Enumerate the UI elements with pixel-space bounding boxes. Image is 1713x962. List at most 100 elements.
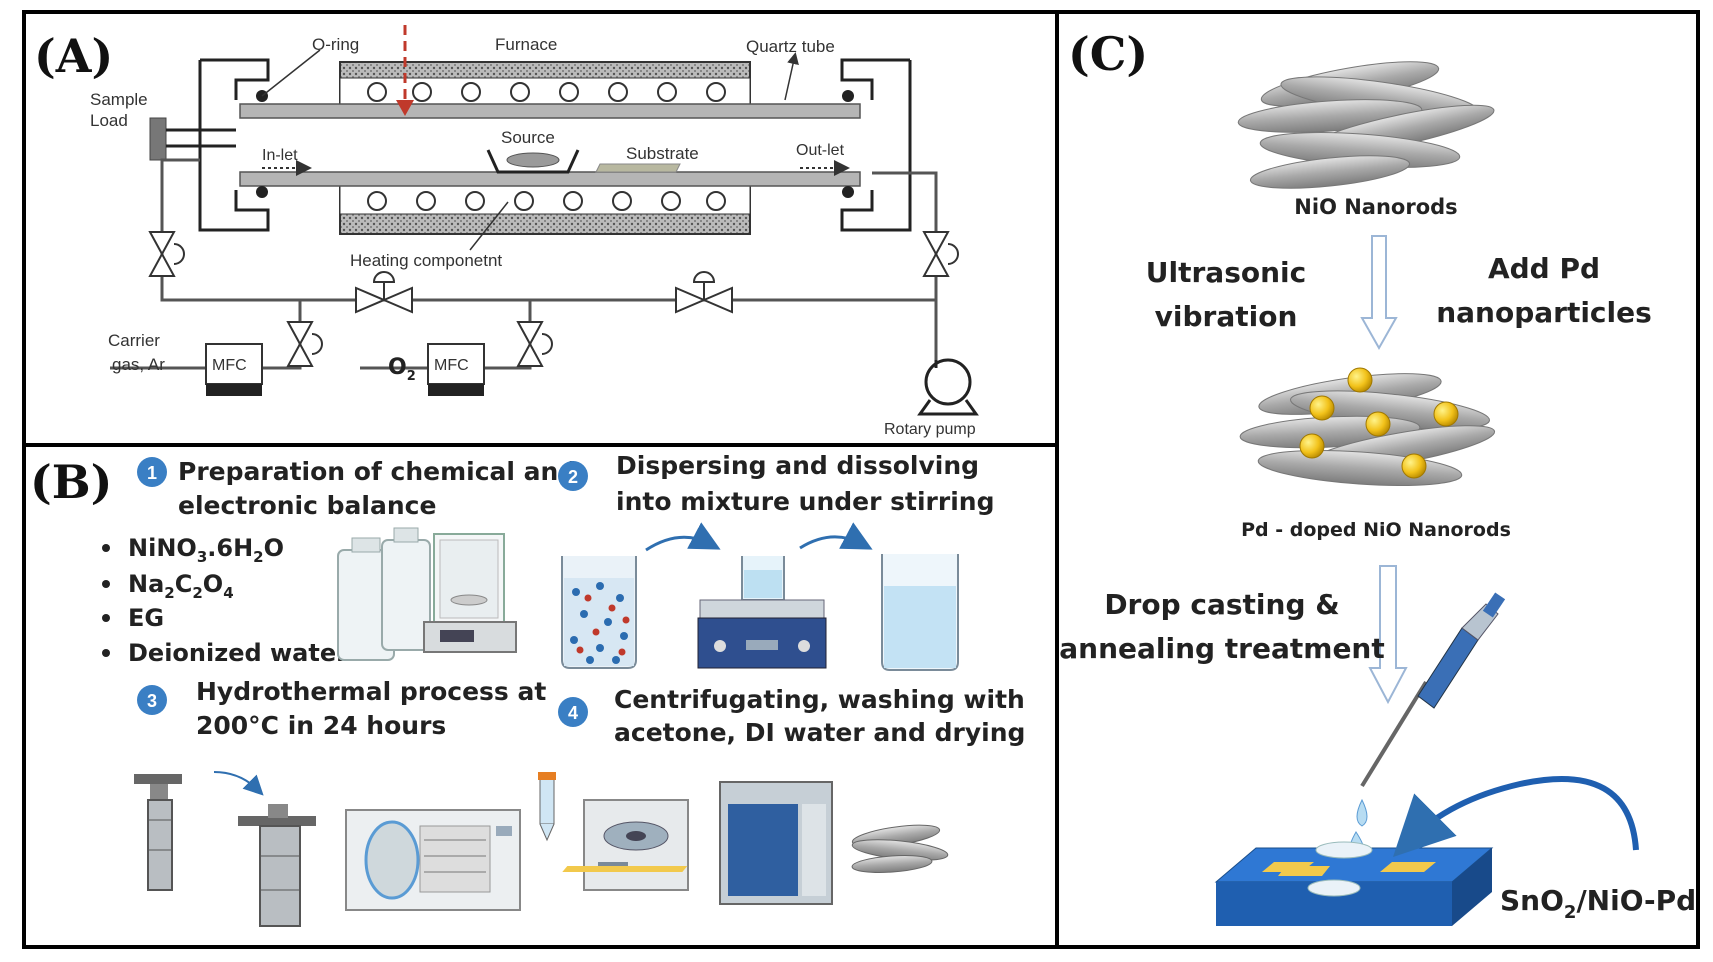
pd-nanoparticle [1309,395,1335,421]
nanorods-product [851,824,949,873]
step-4-num: 4 [568,703,578,723]
mfc-box-o2 [427,343,485,396]
valve-o2 [516,321,553,367]
nio-nanorods [1237,61,1495,189]
quartz-tube [239,103,861,187]
o2-label: O2 [388,355,416,384]
pd-nio-nanorods [1239,367,1496,486]
inlet-label: In-let [262,147,298,164]
carrier-label-1: Carrier [108,331,160,350]
heating-leader [469,201,509,251]
furnace-label: Furnace [495,35,557,54]
pd-nanoparticle [1347,367,1373,393]
curved-arrow [1393,775,1639,857]
step-2-num: 2 [568,467,578,487]
substrate-label: Substrate [626,144,699,163]
heating-label: Heating componetnt [350,251,502,270]
valve-left-vertical [148,231,185,277]
rotary-pump-label: Rotary pump [884,421,976,438]
final-label: SnO2/NiO-Pd [1500,884,1696,923]
ultrasonic-line1: Ultrasonic [1146,256,1306,289]
drying-oven [719,781,833,905]
step-2-line1: Dispersing and dissolving [616,451,979,480]
step-4: 4 Centrifugating, washing with acetone, … [558,685,1025,747]
step-3-line2: 200°C in 24 hours [196,711,446,740]
panel-c-border [1055,10,1700,949]
sample-label-2: Load [90,111,128,130]
drop-line1: Drop casting & [1104,588,1339,621]
oven [345,809,521,911]
beaker-solution [881,554,959,671]
valve-right-vertical [922,231,959,277]
valve-horizontal-2 [675,271,733,314]
centrifuge [583,799,689,891]
chem-4: Deionized water [128,639,348,667]
rotary-pump [917,358,979,416]
pd-nanoparticle [1433,401,1459,427]
o-rings [256,90,854,198]
sensor-substrate [562,841,1494,926]
step-4-line1: Centrifugating, washing with [614,685,1025,714]
red-dashed-arrow [396,25,414,116]
ultrasonic-line2: vibration [1155,300,1298,333]
pd-nanoparticle [1365,411,1391,437]
drop-line2: annealing treatment [1059,632,1385,665]
o-ring-label: O-ring [312,35,359,54]
o-ring-leader [261,49,321,97]
end-flanges [198,58,912,232]
pd-nanoparticle [1299,433,1325,459]
reagent-bottles [337,527,431,661]
centrifuge-tube [538,772,556,842]
sample-load-block [149,117,167,161]
valve-horizontal-1 [355,271,413,314]
magnetic-stirrer [697,556,827,669]
step-4-line2: acetone, DI water and drying [614,718,1025,747]
step-3: 3 Hydrothermal process at 200°C in 24 ho… [137,677,546,740]
step-1-line2: electronic balance [178,491,436,520]
panel-b-letter: (B) [30,455,112,509]
pipette [1360,592,1506,788]
chem-2: Na2C2O4 [128,570,234,602]
panel-a-letter: (A) [34,29,113,83]
down-arrow-2 [1368,565,1408,705]
addpd-line2: nanoparticles [1436,296,1652,329]
step-3-line1: Hydrothermal process at [196,677,546,706]
heating-coils [367,82,726,211]
carrier-label-2: gas, Ar [112,355,165,374]
substrate-plate [595,163,681,173]
furnace [339,61,751,235]
mfc-box-ar [205,343,263,396]
sample-label-1: Sample [90,90,148,109]
mfc-label-o2: MFC [434,357,469,374]
quartz-leader [784,52,799,101]
flow-arrow-2 [799,522,873,550]
source-powder [506,152,560,168]
panel-c-letter: (C) [1068,27,1148,81]
mfc-label-ar: MFC [212,357,247,374]
down-arrow-1 [1360,235,1398,351]
autoclave-1 [134,774,182,891]
source-label: Source [501,128,555,147]
electronic-balance [423,533,517,653]
step-2: 2 Dispersing and dissolving into mixture… [558,451,994,516]
pd-nanoparticle [1401,453,1427,479]
chemicals-list: NiNO3.6H2O Na2C2O4 EG Deionized water [102,534,348,667]
chem-1: NiNO3.6H2O [128,534,284,566]
step-1: 1 Preparation of chemical and electronic… [137,457,576,520]
autoclave-2 [238,804,316,927]
chem-3: EG [128,604,164,632]
source-boat [486,149,580,174]
addpd-line1: Add Pd [1488,252,1600,285]
outlet-label: Out-let [796,142,845,159]
flow-arrow-3 [213,771,264,796]
flow-arrow-1 [645,522,721,552]
pd-label: Pd - doped NiO Nanorods [1241,519,1511,541]
beaker-mixture [561,556,637,669]
nio-label: NiO Nanorods [1294,195,1457,219]
step-3-num: 3 [147,691,157,711]
step-1-line1: Preparation of chemical and [178,457,576,486]
step-1-num: 1 [147,463,157,483]
step-2-line2: into mixture under stirring [616,487,994,516]
quartz-tube-label: Quartz tube [746,37,835,56]
